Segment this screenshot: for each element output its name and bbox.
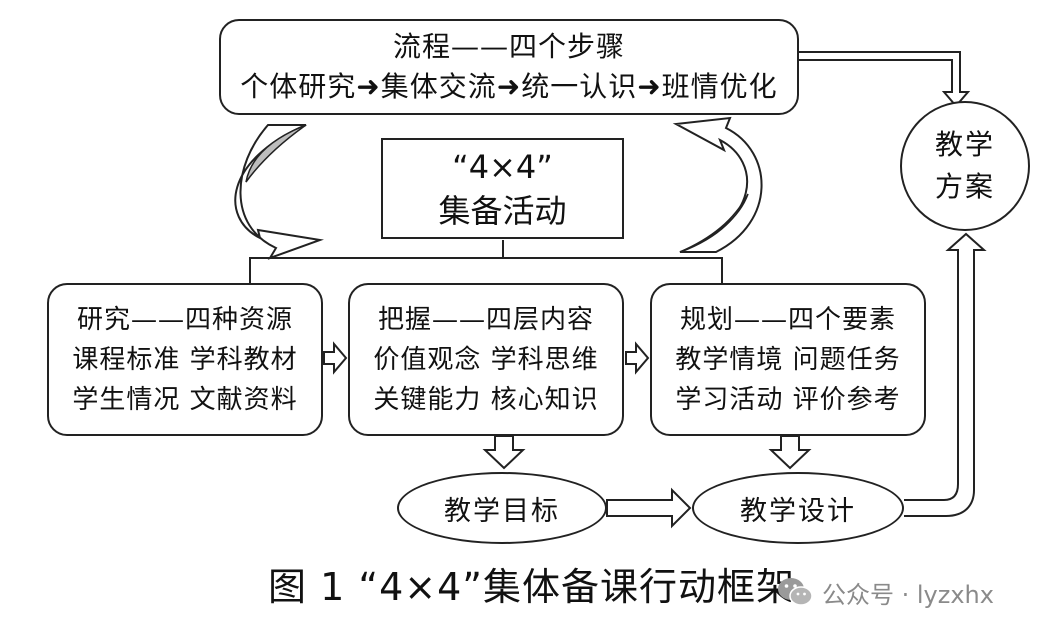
arrow-grasp-to-goal: [482, 435, 526, 470]
watermark-text: 公众号 · lyzxhx: [822, 580, 994, 609]
watermark: 公众号 · lyzxhx: [776, 574, 994, 610]
teaching-goal-label: 教学目标: [444, 495, 560, 527]
arrow-research-to-grasp: [323, 341, 348, 375]
research-row1: 课程标准 学科教材: [72, 344, 298, 375]
process-steps: 个体研究➜集体交流➜统一认识➜班情优化: [240, 70, 778, 103]
teaching-plan-circle: 教学 方案: [900, 101, 1030, 231]
center-title-line1: “4×4”: [452, 147, 553, 186]
research-box: 研究——四种资源 课程标准 学科教材 学生情况 文献资料: [47, 283, 323, 436]
teaching-plan-line2: 方案: [934, 170, 995, 203]
research-row2: 学生情况 文献资料: [72, 384, 298, 415]
plan-row2: 学习活动 评价参考: [675, 384, 901, 415]
plan-title: 规划——四个要素: [679, 304, 896, 335]
grasp-box: 把握——四层内容 价值观念 学科思维 关键能力 核心知识: [348, 283, 624, 436]
grasp-row1: 价值观念 学科思维: [373, 344, 599, 375]
arrow-goal-to-design: [606, 487, 692, 529]
wechat-logo-icon: [778, 578, 813, 606]
center-activity-box: “4×4” 集备活动: [381, 138, 624, 239]
research-title: 研究——四种资源: [76, 304, 293, 335]
teaching-design-ellipse: 教学设计: [692, 472, 904, 544]
grasp-title: 把握——四层内容: [377, 304, 594, 335]
top-to-circle-arrow: [799, 51, 971, 108]
right-cycle-arrow: [672, 116, 763, 253]
teaching-design-label: 教学设计: [740, 495, 856, 527]
arrow-plan-to-design: [768, 435, 812, 470]
center-bracket-line: [249, 240, 723, 283]
teaching-goal-ellipse: 教学目标: [397, 472, 607, 544]
arrow-grasp-to-plan: [625, 341, 650, 375]
plan-row1: 教学情境 问题任务: [675, 344, 901, 375]
arrow-design-to-circle: [904, 232, 987, 517]
plan-box: 规划——四个要素 教学情境 问题任务 学习活动 评价参考: [650, 283, 926, 436]
figure-caption: 图 1 “4×4”集体备课行动框架: [268, 565, 795, 609]
teaching-plan-line1: 教学: [934, 128, 995, 161]
process-title: 流程——四个步骤: [392, 30, 625, 63]
center-title-line2: 集备活动: [438, 191, 567, 230]
process-steps-box: 流程——四个步骤 个体研究➜集体交流➜统一认识➜班情优化: [219, 19, 799, 115]
left-cycle-arrow: [234, 124, 324, 260]
grasp-row2: 关键能力 核心知识: [373, 384, 599, 415]
